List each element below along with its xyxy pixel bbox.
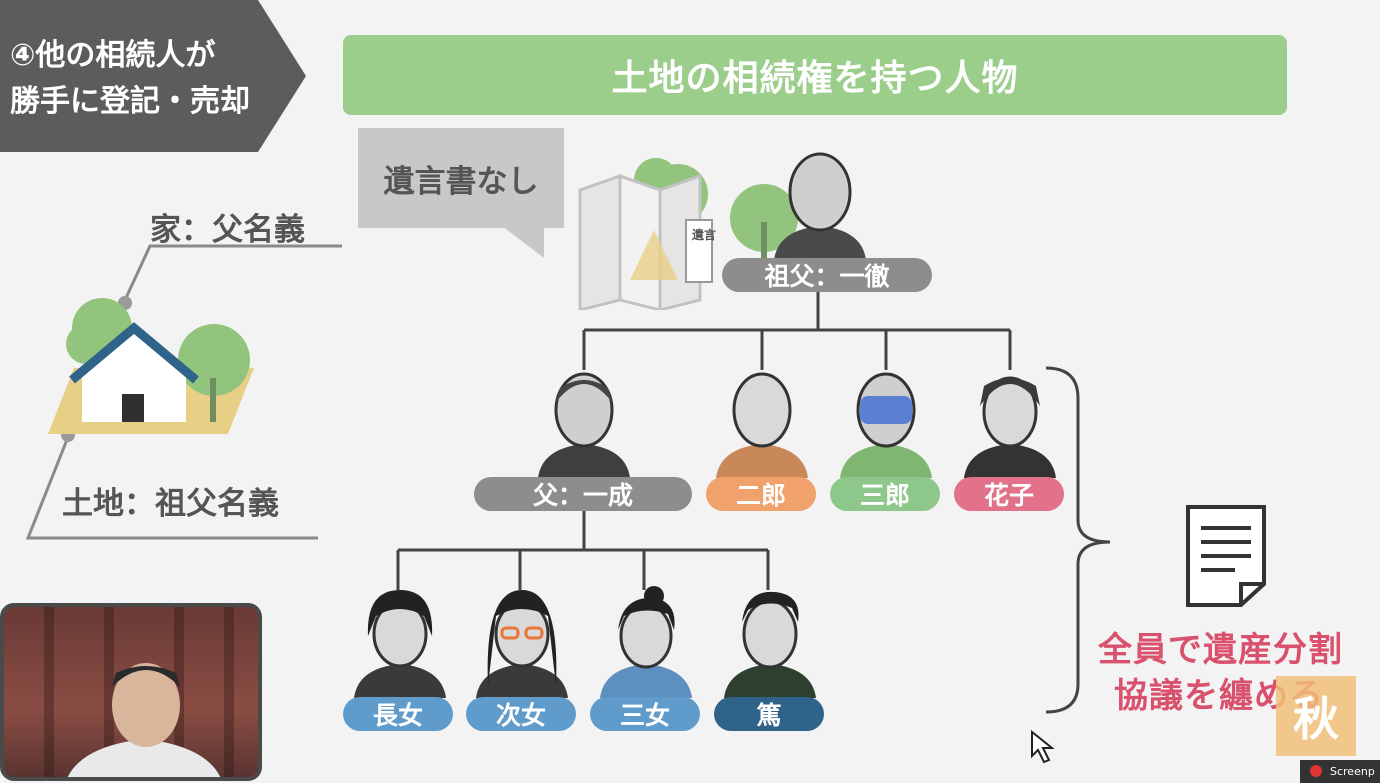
choujo-avatar xyxy=(354,590,446,698)
speaker-avatar xyxy=(67,663,221,777)
land-owner-label: 土地：祖父名義 xyxy=(62,486,279,522)
document-icon xyxy=(1186,505,1266,607)
section-title-line2: 勝手に登記・売却 xyxy=(10,84,250,119)
sanjo-name: 三女 xyxy=(590,697,700,731)
record-tag-label: Screenp xyxy=(1330,765,1375,778)
grandfather-name: 祖父：一徹 xyxy=(722,258,932,292)
section-tab: ④他の相続人が 勝手に登記・売却 xyxy=(0,0,306,152)
tree-icon xyxy=(730,184,798,258)
jijo-name: 次女 xyxy=(466,697,576,731)
no-will-bubble: 遺言書なし xyxy=(358,128,564,228)
cta-line1: 全員で遺産分割 xyxy=(1098,630,1343,670)
hanako-name: 花子 xyxy=(954,477,1064,511)
hanako-avatar xyxy=(964,376,1056,478)
speaker-video xyxy=(0,603,262,781)
choujo-name: 長女 xyxy=(343,697,453,731)
grandfather-avatar xyxy=(774,152,866,260)
record-icon xyxy=(1310,765,1322,777)
saburo-avatar xyxy=(840,372,932,478)
jiro-avatar xyxy=(716,372,808,478)
cursor-icon xyxy=(1031,729,1055,764)
bubble-tail xyxy=(502,226,544,258)
father-avatar xyxy=(538,372,630,478)
atsushi-avatar xyxy=(724,591,816,698)
record-tag: Screenp xyxy=(1300,760,1380,783)
saburo-name: 三郎 xyxy=(830,477,940,511)
map-icon xyxy=(578,158,713,310)
page-title: 土地の相続権を持つ人物 xyxy=(343,35,1287,115)
will-label: 遺言 xyxy=(692,228,717,242)
house-icon xyxy=(48,298,254,434)
channel-badge: 秋 xyxy=(1276,676,1356,756)
atsushi-name: 篤 xyxy=(714,697,824,731)
jiro-name: 二郎 xyxy=(706,477,816,511)
house-owner-label: 家：父名義 xyxy=(150,212,305,248)
jijo-avatar xyxy=(476,590,568,698)
father-name: 父：一成 xyxy=(474,477,692,511)
section-title-line1: ④他の相続人が xyxy=(10,38,216,73)
sanjo-avatar xyxy=(600,586,692,698)
